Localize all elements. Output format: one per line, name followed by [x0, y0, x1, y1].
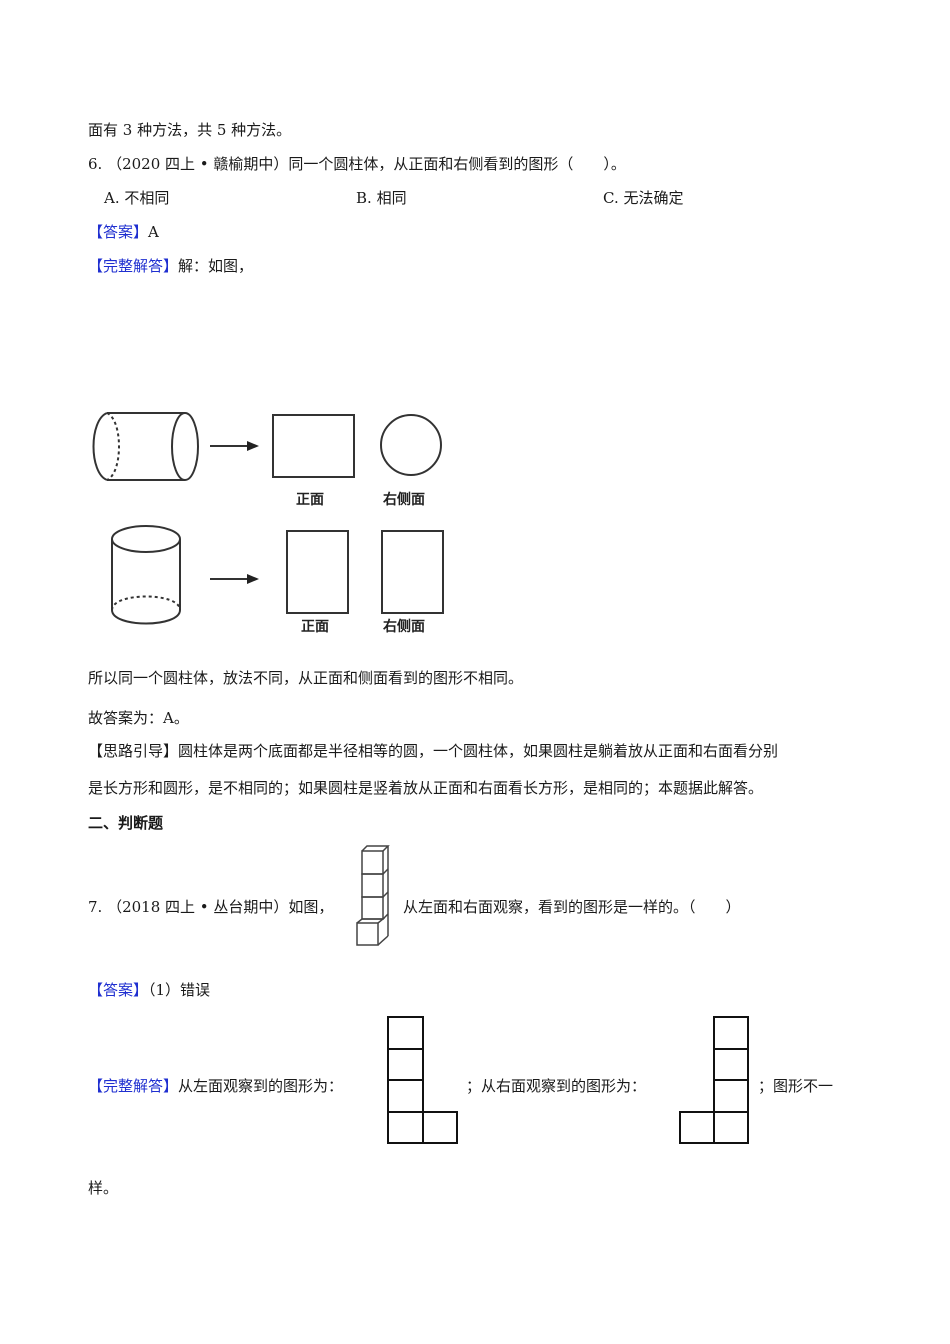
- question-7-stem-right: 从左面和右面观察，看到的图形是一样的。（ ）: [403, 898, 741, 916]
- solution-tag: 【完整解答】: [88, 257, 179, 275]
- answer-tag: 【答案】: [88, 981, 149, 999]
- left-view-figure: [387, 1016, 458, 1144]
- solution-7-left: 【完整解答】从左面观察到的图形为：: [88, 1076, 343, 1096]
- question-number: 6.: [88, 155, 103, 173]
- question-7-stem-left: 7. （2018 四上 • 丛台期中）如图，: [88, 897, 333, 917]
- option-text: 相同: [376, 189, 407, 207]
- question-6-stem: 6. （2020 四上 • 赣榆期中）同一个圆柱体，从正面和右侧看到的图形（ ）…: [88, 154, 626, 174]
- label-front-1: 正面: [296, 492, 324, 508]
- hint-line-1: 【思路引导】圆柱体是两个底面都是半径相等的圆，一个圆柱体，如果圆柱是躺着放从正面…: [88, 741, 778, 761]
- option-key: B.: [356, 189, 372, 207]
- hint-text: 圆柱体是两个底面都是半径相等的圆，一个圆柱体，如果圆柱是躺着放从正面和右面看分别: [178, 742, 779, 760]
- arrow-head: [247, 441, 259, 451]
- solution-7-right: ；图形不一: [758, 1077, 834, 1095]
- answer-line-7: 【答案】（1）错误: [88, 980, 210, 1000]
- label-right-side-1: 右侧面: [383, 492, 425, 508]
- question-number: 7.: [88, 898, 103, 916]
- answer-tag: 【答案】: [88, 223, 149, 241]
- conclusion: 所以同一个圆柱体，放法不同，从正面和侧面看到的图形不相同。: [88, 669, 524, 687]
- option-c: C. 无法确定: [603, 188, 684, 208]
- solution-intro: 解：如图，: [178, 257, 254, 275]
- answer-line: 【答案】A: [88, 222, 159, 242]
- solution-line: 【完整解答】解：如图，: [88, 256, 253, 276]
- label-right-side-2: 右侧面: [383, 619, 425, 635]
- arrow-head: [247, 574, 259, 584]
- answer-value: （1）错误: [148, 981, 211, 999]
- hint-line-2: 是长方形和圆形，是不相同的；如果圆柱是竖着放从正面和右面看长方形，是相同的；本题…: [88, 779, 764, 797]
- answer-value: A: [148, 223, 159, 241]
- hint-tag: 【思路引导】: [88, 742, 179, 760]
- solution-tag: 【完整解答】: [88, 1077, 179, 1095]
- solution-7-mid: ；从右面观察到的图形为：: [466, 1077, 647, 1095]
- question-text: 同一个圆柱体，从正面和右侧看到的图形（ ）。: [288, 155, 626, 173]
- question-source: （2018 四上 • 丛台期中）: [107, 898, 289, 916]
- option-a: A. 不相同: [104, 188, 169, 208]
- cube-stack-figure: [356, 845, 390, 946]
- right-view-figure: [679, 1016, 749, 1144]
- option-key: C.: [603, 189, 619, 207]
- solution-7-tail: 样。: [88, 1179, 119, 1197]
- option-text: 无法确定: [623, 189, 684, 207]
- option-text: 不相同: [124, 189, 170, 207]
- question-source: （2020 四上 • 赣榆期中）: [107, 155, 289, 173]
- question-text: 如图，: [288, 898, 334, 916]
- solution-text: 从左面观察到的图形为：: [178, 1077, 344, 1095]
- section-title: 二、判断题: [88, 814, 164, 832]
- final-answer: 故答案为：A。: [88, 709, 189, 727]
- label-front-2: 正面: [301, 619, 329, 635]
- previous-solution-tail: 面有 3 种方法，共 5 种方法。: [88, 121, 292, 139]
- option-key: A.: [104, 189, 120, 207]
- option-b: B. 相同: [356, 188, 407, 208]
- cylinder-views-figure: [92, 412, 444, 625]
